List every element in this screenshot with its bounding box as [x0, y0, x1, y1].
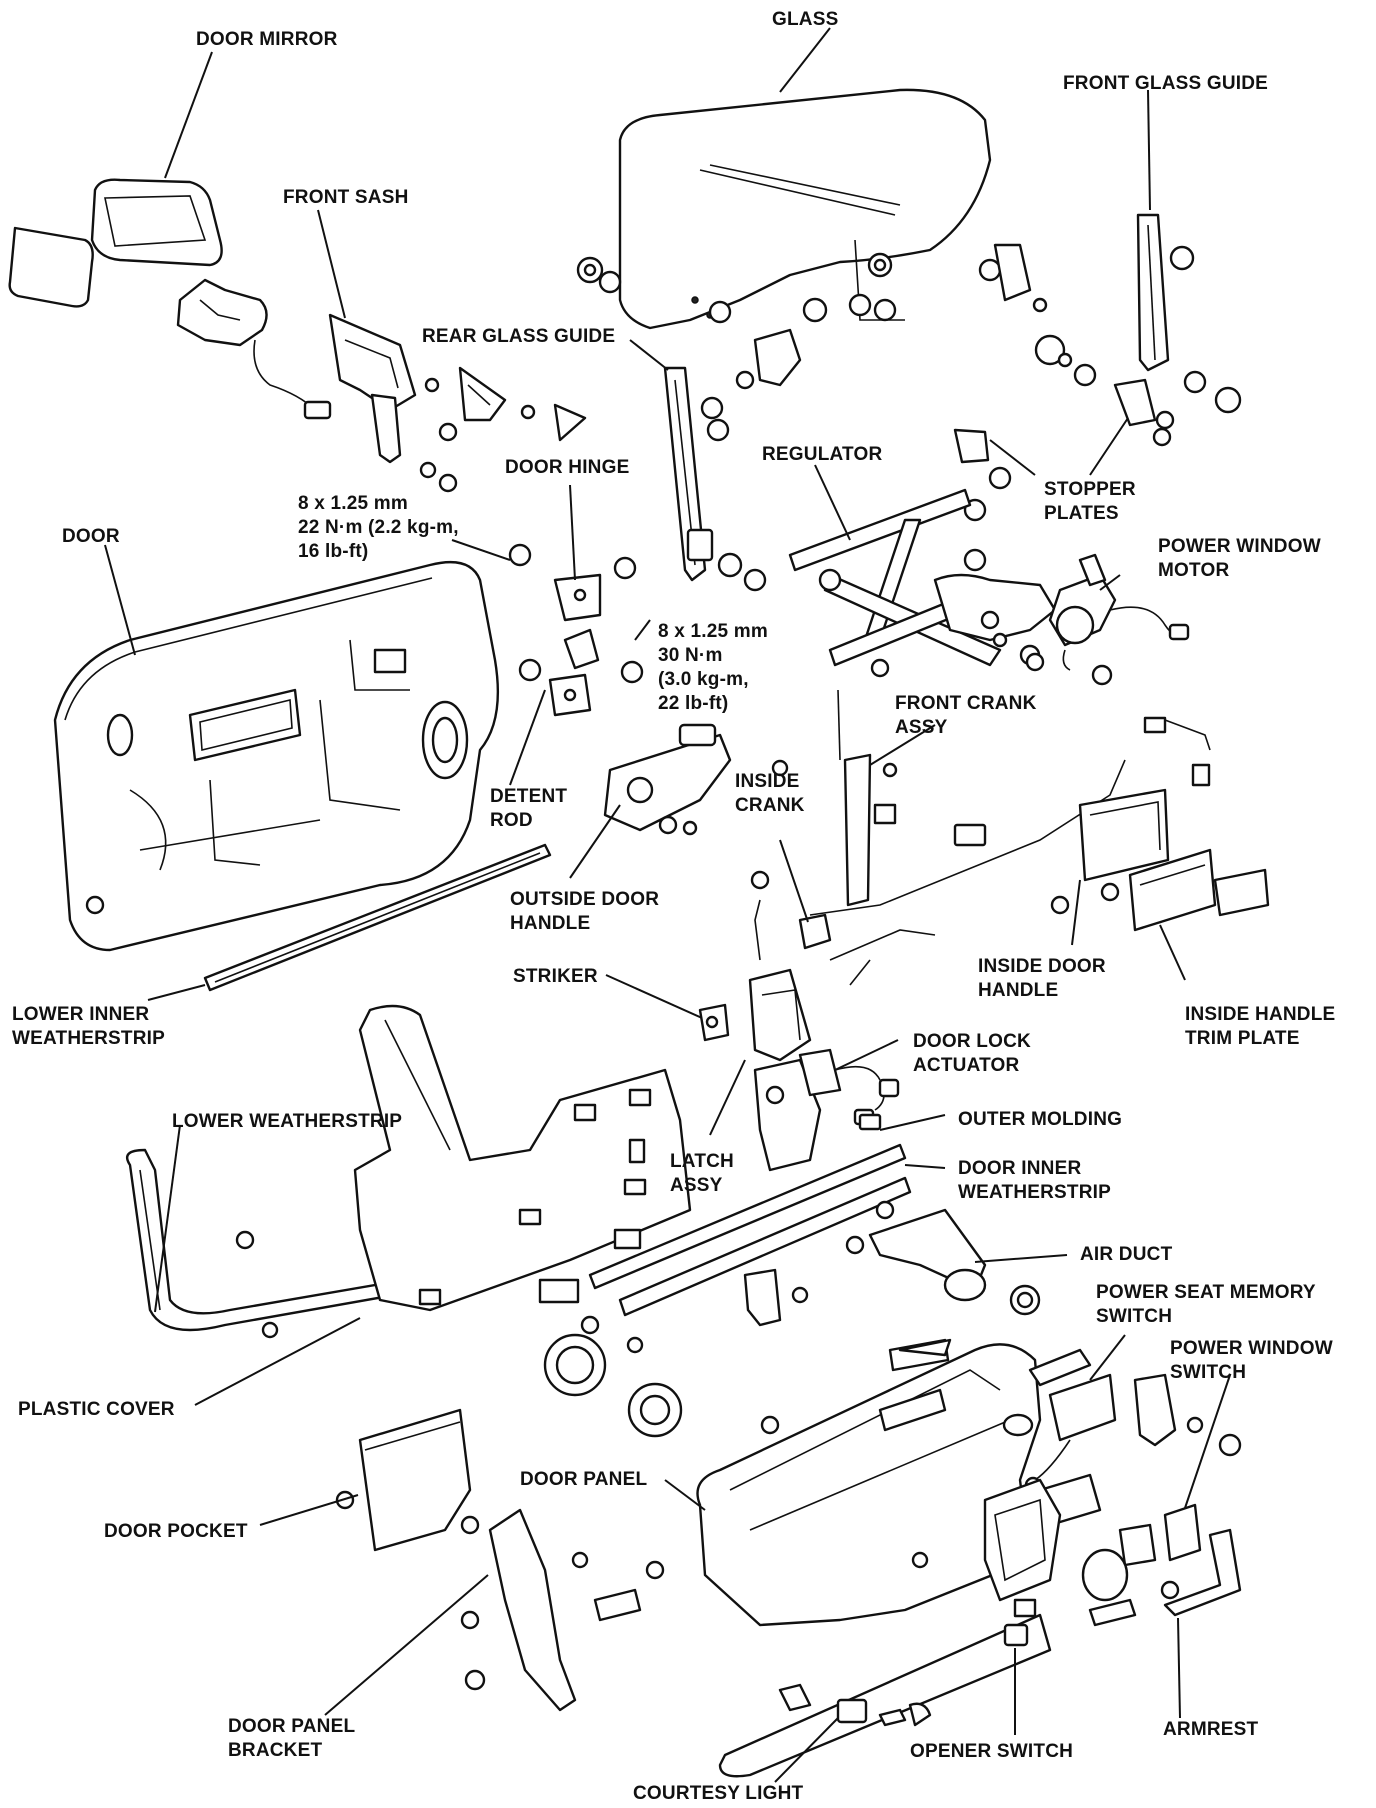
label-torque-hinge-lower: 8 x 1.25 mm 30 N·m (3.0 kg-m, 22 lb-ft)	[658, 621, 768, 714]
speaker-part	[543, 1315, 683, 1438]
label-front-sash: FRONT SASH	[283, 187, 409, 208]
label-detent-rod: DETENT ROD	[490, 786, 568, 831]
label-lower-inner-weatherstrip: LOWER INNER WEATHERSTRIP	[12, 1004, 165, 1049]
label-inside-crank: INSIDE CRANK	[735, 771, 805, 816]
glass-fasteners	[576, 243, 1097, 390]
label-outer-molding: OUTER MOLDING	[958, 1109, 1123, 1130]
armrest-part	[1160, 1528, 1242, 1617]
door-hinge-part	[508, 543, 644, 717]
front-crank-assy-part	[837, 689, 987, 907]
opener-switch-part	[1003, 1623, 1029, 1647]
air-duct-part	[743, 1200, 1041, 1327]
door-shell-part	[53, 560, 500, 952]
label-stopper-plates: STOPPER PLATES	[1044, 479, 1136, 524]
lower-inner-weatherstrip-part	[203, 843, 552, 992]
label-courtesy-light: COURTESY LIGHT	[633, 1783, 804, 1804]
label-door-mirror: DOOR MIRROR	[196, 29, 338, 50]
door-pocket-part	[335, 1408, 472, 1552]
label-opener-switch: OPENER SWITCH	[910, 1741, 1074, 1762]
front-glass-guide-part	[1136, 213, 1242, 414]
leader-lines	[104, 27, 1231, 1783]
power-window-motor-part	[1025, 553, 1190, 686]
label-door: DOOR	[62, 526, 120, 547]
label-front-crank-assy: FRONT CRANK ASSY	[895, 693, 1037, 738]
label-striker: STRIKER	[513, 966, 598, 987]
regulator-part	[788, 488, 1057, 678]
label-power-seat-memory-switch: POWER SEAT MEMORY SWITCH	[1096, 1282, 1316, 1327]
label-power-window-switch: POWER WINDOW SWITCH	[1170, 1338, 1333, 1383]
outer-molding-part	[538, 1113, 912, 1317]
glass-part	[618, 88, 992, 330]
label-inside-handle-trim-plate: INSIDE HANDLE TRIM PLATE	[1185, 1004, 1336, 1049]
label-rear-glass-guide: REAR GLASS GUIDE	[422, 326, 616, 347]
inside-crank-part	[798, 759, 1126, 986]
label-door-pocket: DOOR POCKET	[104, 1521, 248, 1542]
outside-door-handle-part	[603, 723, 789, 890]
inside-handle-trim-plate-part	[1100, 848, 1270, 932]
label-door-inner-weatherstrip: DOOR INNER WEATHERSTRIP	[958, 1158, 1111, 1203]
label-armrest: ARMREST	[1163, 1719, 1259, 1740]
front-sash-part	[328, 313, 587, 493]
label-air-duct: AIR DUCT	[1080, 1244, 1173, 1265]
door-mirror-part	[8, 178, 332, 420]
label-latch-assy: LATCH ASSY	[670, 1151, 734, 1196]
plastic-cover-part	[235, 1004, 692, 1339]
label-torque-hinge-upper: 8 x 1.25 mm 22 N·m (2.2 kg-m, 16 lb-ft)	[298, 493, 459, 562]
power-window-switch-part	[1118, 1433, 1242, 1567]
label-regulator: REGULATOR	[762, 444, 883, 465]
label-glass: GLASS	[772, 9, 839, 30]
label-front-glass-guide: FRONT GLASS GUIDE	[1063, 73, 1269, 94]
label-lower-weatherstrip: LOWER WEATHERSTRIP	[172, 1111, 403, 1132]
lower-door-trim-part	[718, 1478, 1137, 1778]
label-inside-door-handle: INSIDE DOOR HANDLE	[978, 956, 1106, 1001]
stopper-plates-part	[953, 378, 1175, 522]
courtesy-light-part	[836, 1698, 932, 1727]
door-panel-part	[696, 1338, 1042, 1627]
rear-glass-guide-part	[663, 366, 767, 592]
label-power-window-motor: POWER WINDOW MOTOR	[1158, 536, 1321, 581]
label-outside-door-handle: OUTSIDE DOOR HANDLE	[510, 889, 660, 934]
label-door-panel: DOOR PANEL	[520, 1469, 648, 1490]
door-panel-bracket-part	[460, 1508, 665, 1712]
label-door-hinge: DOOR HINGE	[505, 457, 630, 478]
striker-latch-part	[698, 899, 822, 1172]
label-door-panel-bracket: DOOR PANEL BRACKET	[228, 1716, 356, 1761]
label-door-lock-actuator: DOOR LOCK ACTUATOR	[913, 1031, 1031, 1076]
label-plastic-cover: PLASTIC COVER	[18, 1399, 175, 1420]
inside-door-handle-part	[1050, 716, 1211, 915]
